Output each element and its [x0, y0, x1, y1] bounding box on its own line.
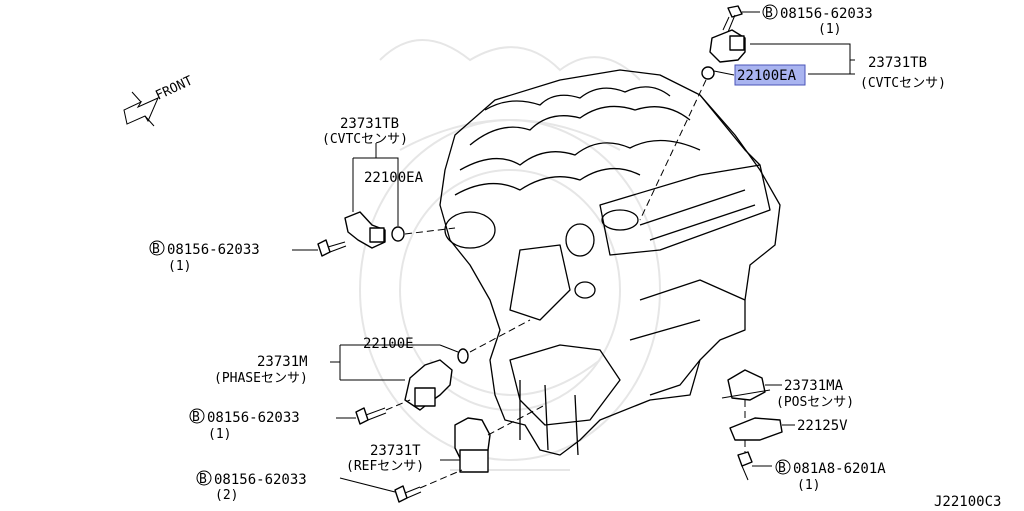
phase-bolt-drawing — [336, 399, 411, 425]
phase-oring-part: 22100E — [363, 336, 414, 352]
left-bolt-drawing — [292, 239, 347, 257]
top-sensor-desc: (CVTCセンサ) — [860, 76, 946, 91]
left-sensor-part: 23731TB — [340, 116, 399, 132]
pos-sensor-drawing — [721, 369, 771, 401]
top-bolt-qty: (1) — [818, 22, 841, 37]
pos-bolt-part: 081A8-6201A — [793, 461, 886, 477]
ref-sensor-desc: (REFセンサ) — [346, 459, 424, 474]
watermark — [359, 39, 661, 471]
pos-sensor-part: 23731MA — [784, 378, 844, 394]
pos-bolt-circle-letter: B — [778, 461, 786, 476]
top-bolt-part: 08156-62033 — [780, 6, 873, 22]
ref-bolt-qty: (2) — [215, 488, 238, 503]
front-label: FRONT — [153, 73, 195, 103]
ref-bolt-drawing — [339, 469, 463, 503]
left-bolt-circle-letter: B — [152, 242, 160, 257]
left-bolt-part: 08156-62033 — [167, 242, 260, 258]
top-bolt-drawing — [722, 5, 760, 33]
figure-id: J22100C3 — [934, 494, 1001, 510]
ref-bolt-part: 08156-62033 — [214, 472, 307, 488]
left-bolt-qty: (1) — [168, 259, 191, 274]
phase-sensor-part: 23731M — [257, 354, 308, 370]
phase-bolt-qty: (1) — [208, 427, 231, 442]
top-sensor-leader — [639, 79, 707, 221]
left-bolt-circle — [149, 240, 165, 256]
pos-bracket-part: 22125V — [797, 418, 848, 434]
pos-bolt-circle — [775, 459, 791, 475]
left-cvtc-sensor-drawing — [344, 211, 386, 249]
left-sensor-leader — [404, 227, 456, 235]
phase-sensor-leader — [469, 319, 531, 353]
phase-bolt-circle-letter: B — [192, 410, 200, 425]
pos-bolt-qty: (1) — [797, 478, 820, 493]
phase-sensor-desc: (PHASEセンサ) — [214, 371, 308, 386]
phase-bolt-circle — [189, 408, 205, 424]
pos-bolt-drawing — [737, 451, 772, 481]
ref-sensor-part: 23731T — [370, 443, 421, 459]
top-oring-part: 22100EA — [737, 68, 797, 84]
phase-sensor-drawing — [404, 359, 453, 411]
top-oring-drawing — [701, 66, 715, 80]
ref-bolt-circle-letter: B — [199, 472, 207, 487]
ref-sensor-drawing — [454, 417, 491, 473]
left-sensor-desc: (CVTCセンサ) — [322, 132, 408, 147]
top-bolt-circle-letter: B — [765, 6, 773, 21]
pos-sensor-desc: (POSセンサ) — [776, 395, 854, 410]
left-oring-drawing — [391, 226, 405, 242]
pos-bracket-drawing — [729, 417, 783, 441]
top-cvtc-sensor-drawing — [709, 29, 746, 63]
left-oring-part: 22100EA — [364, 170, 424, 186]
highlight-box — [734, 64, 806, 86]
phase-oring-drawing — [457, 348, 469, 364]
top-bolt-circle — [762, 4, 778, 20]
ref-bolt-circle — [196, 470, 212, 486]
engine-block-drawing — [439, 69, 781, 456]
top-sensor-part: 23731TB — [868, 55, 927, 71]
phase-bolt-part: 08156-62033 — [207, 410, 300, 426]
front-arrow — [123, 91, 159, 127]
